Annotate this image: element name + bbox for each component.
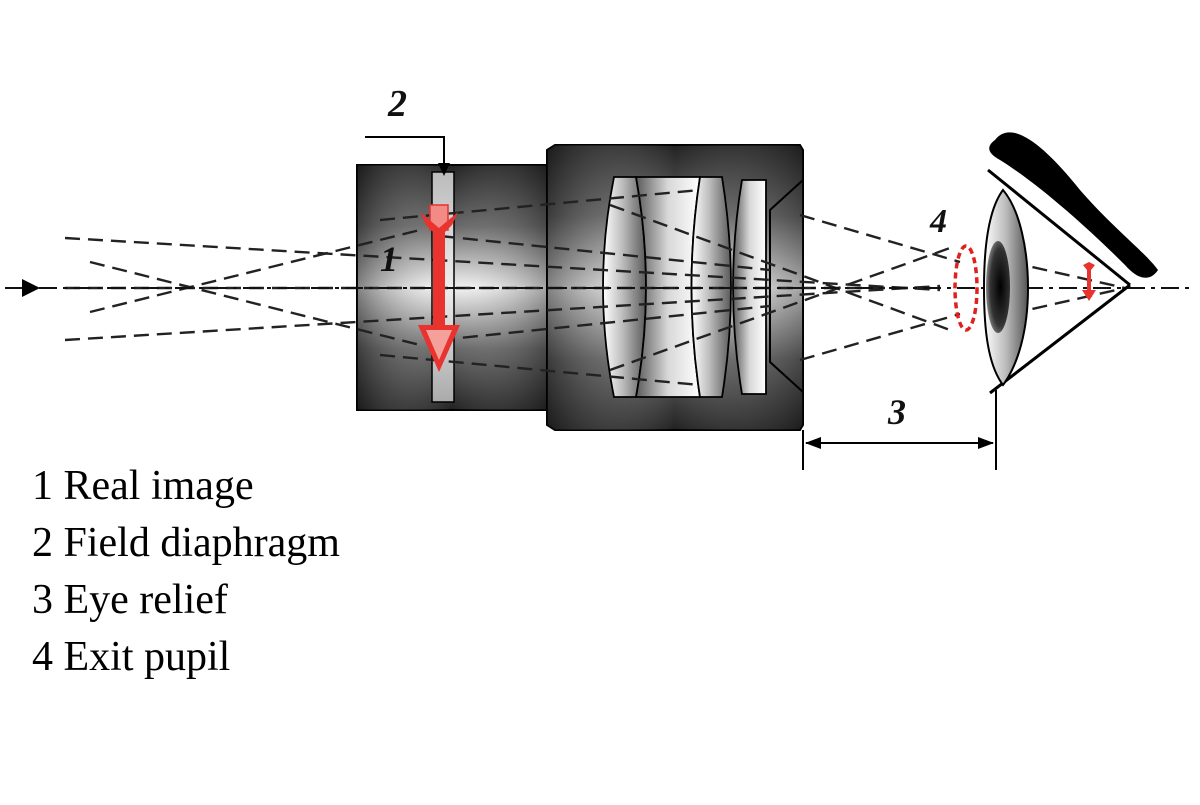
legend-item-real-image: 1 Real image — [32, 458, 340, 515]
eye-relief-dimension — [802, 390, 997, 470]
callout-eye-relief: 3 — [887, 392, 906, 432]
ray — [89, 260, 421, 347]
legend-label: Real image — [63, 463, 254, 509]
legend-number: 1 — [32, 463, 53, 509]
eye-lens-cup — [769, 179, 804, 393]
exit-pupil — [953, 244, 979, 332]
legend-item-eye-relief: 3 Eye relief — [32, 572, 340, 629]
callout-exit-pupil: 4 — [929, 203, 947, 240]
ray — [609, 246, 951, 372]
lens-4 — [732, 179, 767, 395]
callout-real-image: 1 — [380, 239, 398, 279]
ray — [1009, 260, 1126, 290]
real-image-arrow — [418, 204, 460, 372]
eyelid-lower — [989, 283, 1131, 395]
leader-arrowhead — [438, 163, 450, 176]
iris — [986, 241, 1010, 333]
retina-image-arrow — [1082, 262, 1096, 301]
ray — [609, 203, 951, 332]
ray — [439, 234, 771, 272]
legend-label: Exit pupil — [63, 634, 231, 680]
ray — [799, 213, 961, 264]
legend-item-field-diaphragm: 2 Field diaphragm — [32, 515, 340, 572]
ray — [439, 304, 771, 342]
legend-number: 2 — [32, 520, 53, 566]
ray — [1009, 286, 1126, 316]
ray — [64, 284, 941, 342]
eye — [982, 132, 1158, 395]
ray — [799, 312, 961, 362]
legend-label: Eye relief — [63, 577, 228, 623]
eyebrow — [989, 132, 1158, 278]
field-diaphragm-leader — [365, 136, 445, 170]
axis-arrowhead — [22, 279, 40, 297]
legend-label: Field diaphragm — [63, 520, 340, 566]
ray — [379, 353, 701, 387]
legend-number: 4 — [32, 634, 53, 680]
legend-item-exit-pupil: 4 Exit pupil — [32, 629, 340, 686]
ray — [64, 236, 941, 292]
ray — [89, 228, 421, 314]
legend-number: 3 — [32, 577, 53, 623]
callout-field-diaphragm: 2 — [387, 83, 407, 125]
legend: 1 Real image 2 Field diaphragm 3 Eye rel… — [32, 458, 340, 686]
eyelid-upper — [987, 168, 1131, 287]
